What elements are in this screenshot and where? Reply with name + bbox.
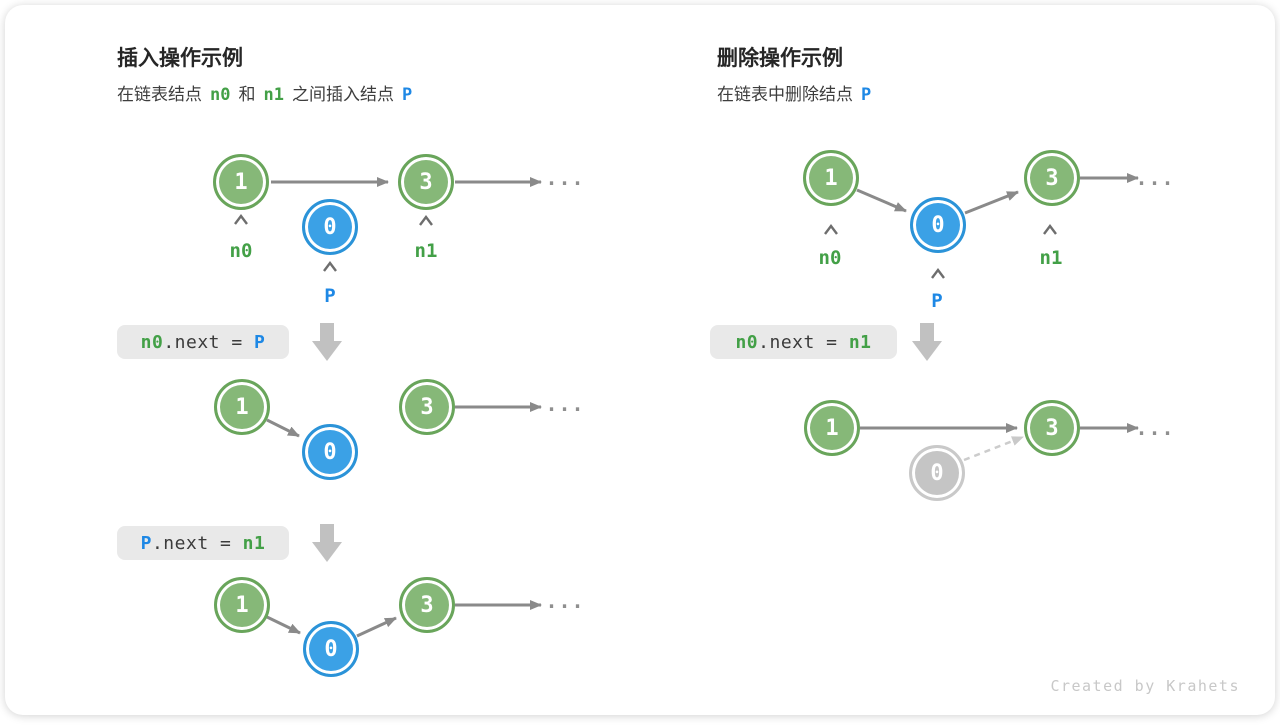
- ellipsis-more-nodes: ...: [1135, 416, 1175, 440]
- code-chip-insert-step1: n0.next = P: [117, 325, 289, 359]
- list-node: 0: [302, 424, 358, 480]
- pointer-caret-icon: [824, 224, 838, 235]
- list-node: 1: [214, 379, 270, 435]
- pointer-label-n1: n1: [1039, 247, 1063, 269]
- list-node: 1: [804, 400, 860, 456]
- ellipsis-more-nodes: ...: [545, 166, 585, 190]
- next-pointer-arrow: [266, 615, 301, 635]
- insert-panel-subtitle: 在链表结点 n0 和 n1 之间插入结点 P: [117, 84, 412, 106]
- down-block-arrow-icon: [312, 524, 342, 562]
- pointer-label-n0: n0: [229, 240, 253, 262]
- list-node: 3: [399, 577, 455, 633]
- next-pointer-arrow: [266, 418, 300, 438]
- list-node: 0: [910, 197, 966, 253]
- pointer-caret-icon: [323, 261, 337, 272]
- insert-panel-title: 插入操作示例: [117, 47, 243, 70]
- next-pointer-arrow: [356, 616, 397, 638]
- chip-mid: .next =: [151, 532, 243, 554]
- pointer-caret-icon: [419, 215, 433, 226]
- list-node-removed: 0: [909, 445, 965, 501]
- delete-panel-subtitle: 在链表中删除结点 P: [717, 84, 871, 106]
- code-chip-insert-step2: P.next = n1: [117, 526, 289, 560]
- arrows-layer: [234, 173, 1139, 638]
- chip-rhs: n1: [242, 532, 266, 554]
- pointer-label-n0: n0: [818, 247, 842, 269]
- list-node: 3: [399, 379, 455, 435]
- subtitle-text: 之间插入结点: [291, 85, 394, 104]
- pointer-caret-icon: [1043, 224, 1057, 235]
- subtitle-code-n1: n1: [263, 85, 284, 105]
- subtitle-text: 在链表中删除结点: [717, 85, 853, 104]
- chip-lhs: n0: [140, 331, 164, 353]
- subtitle-code-p: P: [401, 85, 413, 105]
- subtitle-text: 和: [238, 85, 256, 104]
- chip-rhs: n1: [848, 331, 872, 353]
- pointer-label-p: P: [324, 285, 336, 307]
- subtitle-text: 在链表结点: [117, 85, 202, 104]
- chip-rhs: P: [254, 331, 266, 353]
- ellipsis-more-nodes: ...: [545, 392, 585, 416]
- list-node: 0: [303, 621, 359, 677]
- pointer-caret-icon: [931, 268, 945, 279]
- pointer-label-p: P: [931, 290, 943, 312]
- next-pointer-arrow: [856, 188, 907, 213]
- diagram-card: 插入操作示例 在链表结点 n0 和 n1 之间插入结点 P 1 0 3 ... …: [5, 5, 1275, 715]
- down-block-arrow-icon: [312, 323, 342, 361]
- down-block-arrow-icon: [912, 323, 942, 361]
- chip-mid: .next =: [758, 331, 849, 353]
- ellipsis-more-nodes: ...: [545, 589, 585, 613]
- watermark: Created by Krahets: [1050, 677, 1240, 695]
- list-node: 1: [214, 577, 270, 633]
- list-node: 3: [1024, 400, 1080, 456]
- pointer-caret-icon: [234, 214, 248, 225]
- list-node: 1: [213, 154, 269, 210]
- chip-mid: .next =: [163, 331, 255, 353]
- pointer-label-n1: n1: [414, 240, 438, 262]
- next-pointer-arrow: [964, 190, 1019, 215]
- list-node: 0: [302, 199, 358, 255]
- subtitle-code-p: P: [861, 85, 872, 105]
- list-node: 3: [1024, 150, 1080, 206]
- chip-lhs: n0: [735, 331, 759, 353]
- chip-lhs: P: [140, 532, 152, 554]
- removed-pointer-dashed-arrow: [963, 435, 1024, 462]
- delete-panel-title: 删除操作示例: [717, 47, 843, 70]
- subtitle-code-n0: n0: [210, 85, 231, 105]
- list-node: 3: [398, 154, 454, 210]
- ellipsis-more-nodes: ...: [1135, 166, 1175, 190]
- list-node: 1: [803, 150, 859, 206]
- code-chip-delete-step1: n0.next = n1: [710, 325, 897, 359]
